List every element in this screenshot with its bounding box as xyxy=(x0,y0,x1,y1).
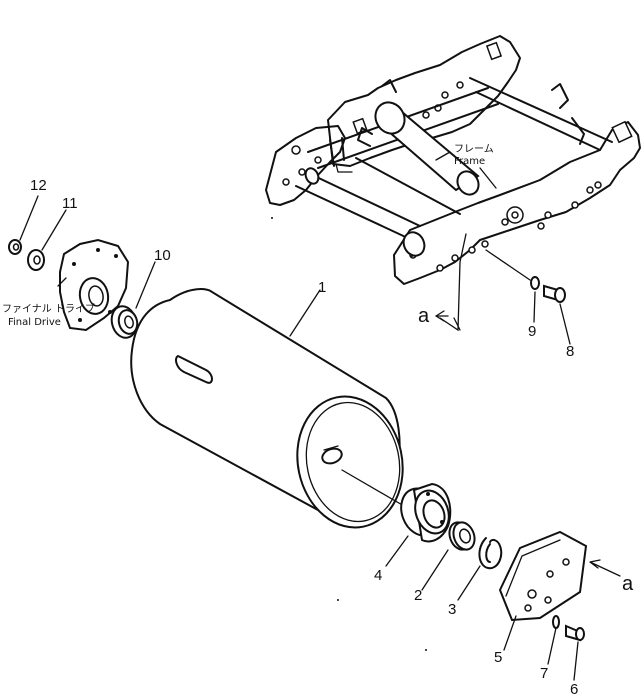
nut xyxy=(8,239,22,255)
final-drive-label-jp: ファイナル ドライブ xyxy=(2,302,95,315)
bracket-plate xyxy=(498,530,588,622)
callout-12: 12 xyxy=(30,177,47,194)
callout-7: 7 xyxy=(540,665,548,682)
snap-ring xyxy=(478,537,503,570)
scan-speck xyxy=(271,217,273,219)
callout-3: 3 xyxy=(448,601,456,618)
bolt-upper-centerline xyxy=(485,249,531,281)
callout-5: 5 xyxy=(494,649,502,666)
bearing-housing xyxy=(400,482,452,543)
washer-lower xyxy=(552,615,560,629)
reference-arrow-a-frame xyxy=(435,233,467,332)
callout-9: 9 xyxy=(528,323,536,340)
reference-label-a-right: a xyxy=(622,573,634,595)
callout-1: 1 xyxy=(318,279,326,296)
frame xyxy=(265,35,641,285)
scan-speck xyxy=(337,599,339,601)
reference-label-a-top: a xyxy=(418,305,430,327)
seal-coupling xyxy=(110,305,139,339)
reference-arrow-a-plate xyxy=(589,559,621,577)
callout-11: 11 xyxy=(62,195,78,212)
scan-speck xyxy=(411,255,413,257)
bolt-lower xyxy=(565,624,585,642)
gear xyxy=(27,249,45,271)
bearing xyxy=(448,521,476,551)
roller-drum xyxy=(130,288,404,529)
callout-4: 4 xyxy=(374,567,382,584)
bolt-upper xyxy=(543,284,566,303)
callout-10: 10 xyxy=(154,247,171,264)
callout-6: 6 xyxy=(570,681,578,696)
assembly-centerline xyxy=(341,469,405,507)
frame-label-jp: フレーム xyxy=(454,143,494,155)
callout-2: 2 xyxy=(414,587,422,604)
final-drive xyxy=(57,238,130,332)
frame-label-en: Frame xyxy=(454,156,485,167)
washer-upper xyxy=(530,276,540,290)
scan-speck xyxy=(425,649,427,651)
callout-leaders xyxy=(19,195,579,681)
final-drive-label-en: Final Drive xyxy=(8,317,61,328)
callout-8: 8 xyxy=(566,343,574,360)
